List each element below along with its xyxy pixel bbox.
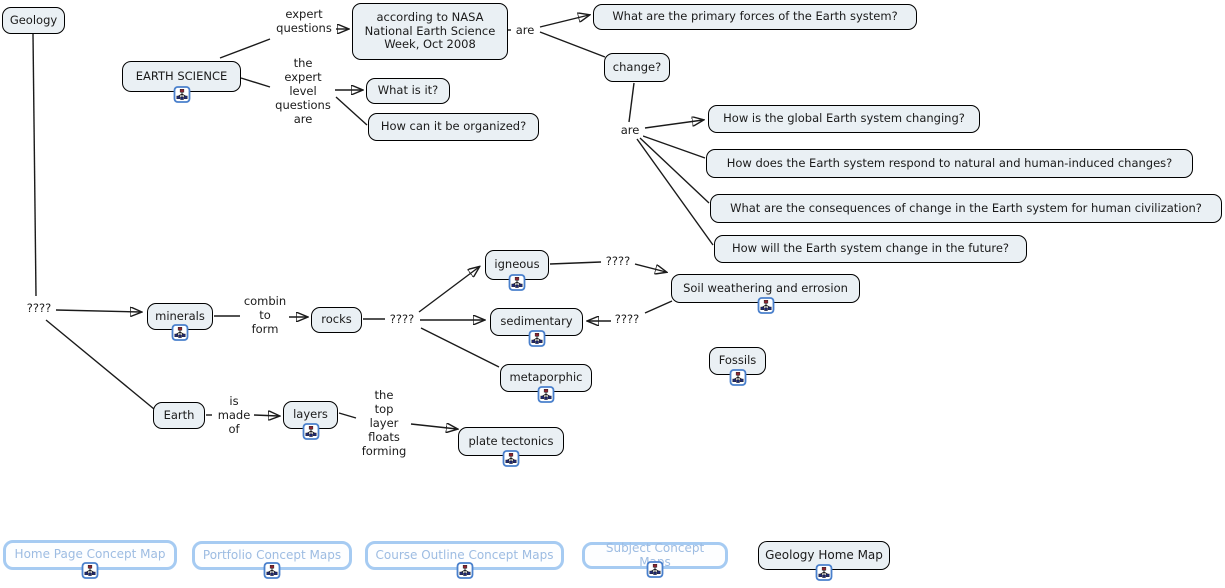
- node-future-change-question[interactable]: How will the Earth system change in the …: [714, 235, 1027, 263]
- node-global-changing-question[interactable]: How is the global Earth system changing?: [708, 105, 980, 133]
- node-label: plate tectonics: [468, 433, 554, 448]
- node-label: Home Page Concept Map: [14, 547, 166, 562]
- node-label: layers: [293, 407, 328, 422]
- concept-map-icon[interactable]: [456, 562, 473, 579]
- node-label: according to NASA National Earth Science…: [364, 10, 496, 52]
- node-change-question[interactable]: change?: [604, 53, 670, 82]
- node-fossils[interactable]: Fossils: [709, 347, 766, 386]
- node-label: How can it be organized?: [380, 119, 527, 134]
- node-label: Fossils: [718, 353, 757, 368]
- link-label-expert-level-questions[interactable]: the expert level questions are: [274, 55, 332, 127]
- link-label-unknown-rocks[interactable]: ????: [387, 312, 417, 326]
- concept-map-icon[interactable]: [537, 386, 555, 403]
- node-label: Portfolio Concept Maps: [202, 547, 342, 562]
- node-label: Subject Concept Maps: [605, 541, 705, 568]
- node-label: minerals: [155, 308, 205, 323]
- node-label: rocks: [321, 312, 352, 327]
- node-label: metaporphic: [509, 370, 583, 385]
- link-label-unknown-soil[interactable]: ????: [612, 312, 642, 326]
- link-label-is-made-of[interactable]: is made of: [215, 393, 253, 437]
- node-sedimentary[interactable]: sedimentary: [490, 308, 583, 347]
- link-label-are-mid[interactable]: are: [617, 123, 643, 137]
- nav-node-course-outline-concept-maps[interactable]: Course Outline Concept Maps: [365, 541, 564, 579]
- node-label: EARTH SCIENCE: [135, 68, 228, 83]
- node-label: Course Outline Concept Maps: [375, 547, 554, 562]
- concept-map-icon[interactable]: [173, 86, 190, 103]
- nav-node-geology-home-map[interactable]: Geology Home Map: [758, 541, 890, 581]
- concept-map-icon[interactable]: [171, 324, 189, 341]
- concept-map-icon[interactable]: [81, 562, 99, 579]
- nav-node-portfolio-concept-maps[interactable]: Portfolio Concept Maps: [192, 541, 352, 579]
- node-label: Geology: [9, 12, 58, 27]
- node-label: What is it?: [377, 83, 439, 98]
- link-label-top-layer-floats[interactable]: the top layer floats forming: [358, 386, 410, 460]
- node-label: How will the Earth system change in the …: [731, 241, 1010, 256]
- node-label: What are the consequences of change in t…: [730, 200, 1202, 215]
- node-label: Geology Home Map: [765, 547, 883, 562]
- node-label: sedimentary: [500, 314, 573, 329]
- concept-map-icon[interactable]: [508, 274, 526, 291]
- concept-map-icon[interactable]: [263, 562, 281, 579]
- node-rocks[interactable]: rocks: [311, 307, 362, 333]
- concept-map-icon[interactable]: [528, 330, 545, 347]
- concept-map-icon[interactable]: [646, 561, 664, 578]
- node-primary-forces-question[interactable]: What are the primary forces of the Earth…: [593, 4, 917, 30]
- node-label: Earth: [163, 407, 195, 422]
- node-metaporphic[interactable]: metaporphic: [500, 364, 592, 403]
- concept-map-icon[interactable]: [502, 450, 520, 467]
- link-label-unknown-root[interactable]: ????: [23, 301, 55, 315]
- node-geology[interactable]: Geology: [2, 7, 65, 34]
- link-label-combine-to-form[interactable]: combin to form: [242, 292, 288, 338]
- link-label-unknown-igneous[interactable]: ????: [603, 254, 633, 268]
- node-label: igneous: [494, 257, 540, 272]
- nav-node-home-page-concept-map[interactable]: Home Page Concept Map: [3, 540, 177, 579]
- link-label-are-top[interactable]: are: [511, 23, 539, 37]
- node-label: Soil weathering and errosion: [683, 280, 848, 295]
- node-consequences-question[interactable]: What are the consequences of change in t…: [710, 194, 1222, 223]
- nav-node-subject-concept-maps[interactable]: Subject Concept Maps: [582, 541, 728, 578]
- node-what-is-it-question[interactable]: What is it?: [366, 78, 450, 104]
- node-layers[interactable]: layers: [283, 401, 338, 440]
- node-nasa-source[interactable]: according to NASA National Earth Science…: [352, 3, 508, 60]
- node-minerals[interactable]: minerals: [147, 303, 213, 341]
- node-label: How is the global Earth system changing?: [723, 111, 965, 126]
- node-soil-weathering[interactable]: Soil weathering and errosion: [671, 274, 860, 314]
- link-label-expert-questions[interactable]: expert questions: [272, 6, 336, 36]
- node-respond-changes-question[interactable]: How does the Earth system respond to nat…: [706, 149, 1193, 178]
- concept-map-icon[interactable]: [302, 423, 319, 440]
- concept-map-icon[interactable]: [729, 369, 746, 386]
- node-how-organized-question[interactable]: How can it be organized?: [368, 113, 539, 141]
- node-label: What are the primary forces of the Earth…: [612, 9, 898, 24]
- concept-map-icon[interactable]: [757, 297, 774, 314]
- node-label: change?: [612, 59, 662, 74]
- node-label: How does the Earth system respond to nat…: [726, 155, 1173, 170]
- concept-map-icon[interactable]: [815, 564, 833, 581]
- node-plate-tectonics[interactable]: plate tectonics: [458, 427, 564, 467]
- node-earth-science[interactable]: EARTH SCIENCE: [122, 61, 241, 103]
- node-igneous[interactable]: igneous: [485, 250, 549, 291]
- node-earth[interactable]: Earth: [153, 402, 205, 429]
